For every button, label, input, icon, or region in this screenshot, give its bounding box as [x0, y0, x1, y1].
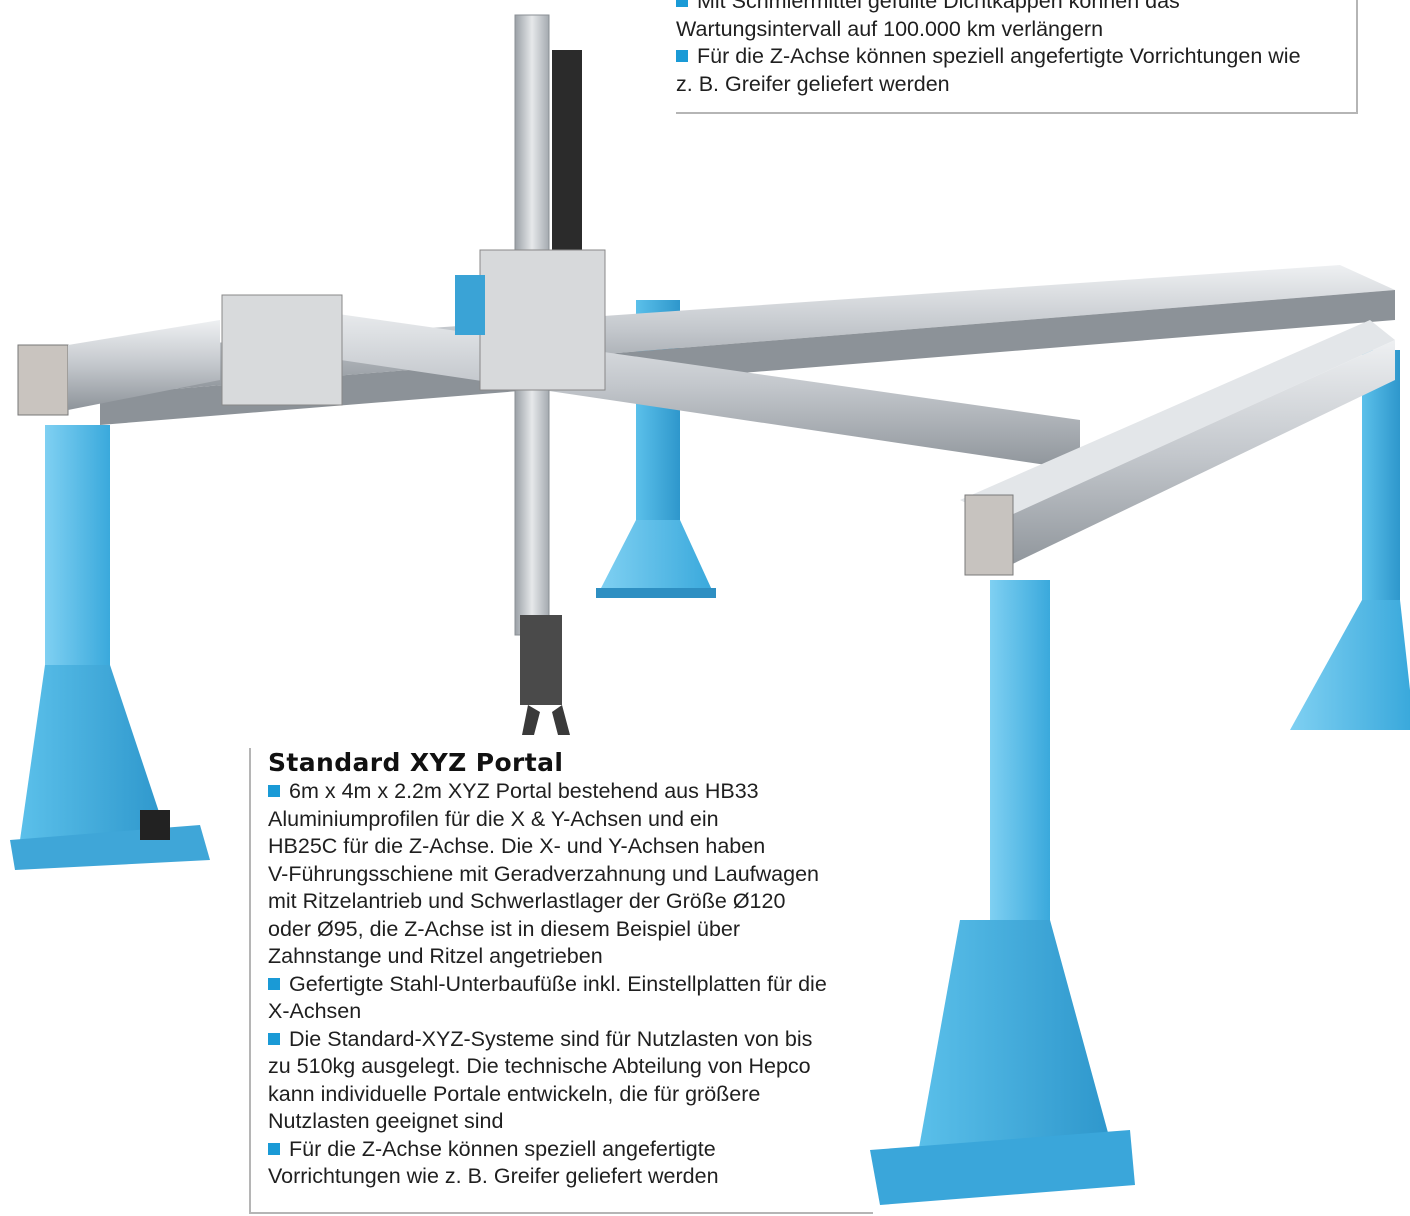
desc-line: Aluminiumprofilen für die X & Y-Achsen u… — [268, 806, 719, 831]
desc-line: kann individuelle Portale entwickeln, di… — [268, 1081, 761, 1106]
desc-line: Nutzlasten geeignet sind — [268, 1109, 504, 1133]
y-axis-rail — [240, 300, 1080, 470]
desc-line: zu 510kg ausgelegt. Die technische Abtei… — [268, 1054, 811, 1078]
desc-line: V-Führungsschiene mit Geradverzahnung un… — [268, 861, 819, 886]
desc-line: oder Ø95, die Z-Achse ist in diesem Beis… — [268, 916, 741, 941]
leg-back-right — [1290, 350, 1410, 730]
bullet-icon — [676, 50, 688, 62]
desc-line: Für die Z-Achse können speziell angefert… — [268, 1136, 873, 1164]
bullet-icon — [268, 1032, 280, 1045]
desc-line: Zahnstange und Ritzel angetrieben — [268, 944, 603, 968]
standard-xyz-portal-description: Standard XYZ Portal 6m x 4m x 2.2m XYZ P… — [249, 748, 873, 1214]
desc-line: HB25C für die Z-Achse. Die X- und Y-Achs… — [268, 834, 766, 858]
desc-line: 6m x 4m x 2.2m XYZ Portal bestehend aus … — [268, 778, 873, 806]
desc-line: Gefertigte Stahl-Unterbaufüße inkl. Eins… — [268, 971, 873, 999]
section-title: Standard XYZ Portal — [268, 748, 564, 777]
bullet-icon — [268, 977, 280, 990]
desc-line: Vorrichtungen wie z. B. Greifer geliefer… — [268, 1164, 719, 1188]
bullet-icon — [676, 0, 688, 7]
top-line-1: Mit Schmiermittel gefüllte Dichtkappen k… — [676, 0, 1356, 16]
top-line-3: Für die Z-Achse können speziell angefert… — [676, 43, 1356, 71]
bullet-icon — [268, 785, 280, 797]
leg-front-left — [10, 425, 210, 870]
leg-front-right — [870, 580, 1135, 1205]
z-axis — [455, 14, 606, 735]
top-line-2: Wartungsintervall auf 100.000 km verläng… — [676, 16, 1104, 41]
feature-list-top: Mit Schmiermittel gefüllte Dichtkappen k… — [676, 0, 1358, 114]
x-axis-rail-front — [960, 320, 1395, 576]
left-end-block — [17, 294, 343, 416]
desc-line: X-Achsen — [268, 999, 362, 1023]
top-line-4: z. B. Greifer geliefert werden — [676, 71, 950, 96]
desc-line: Die Standard-XYZ-Systeme sind für Nutzla… — [268, 1026, 873, 1054]
bullet-icon — [268, 1142, 280, 1155]
desc-line: mit Ritzelantrieb und Schwerlastlager de… — [268, 889, 786, 913]
